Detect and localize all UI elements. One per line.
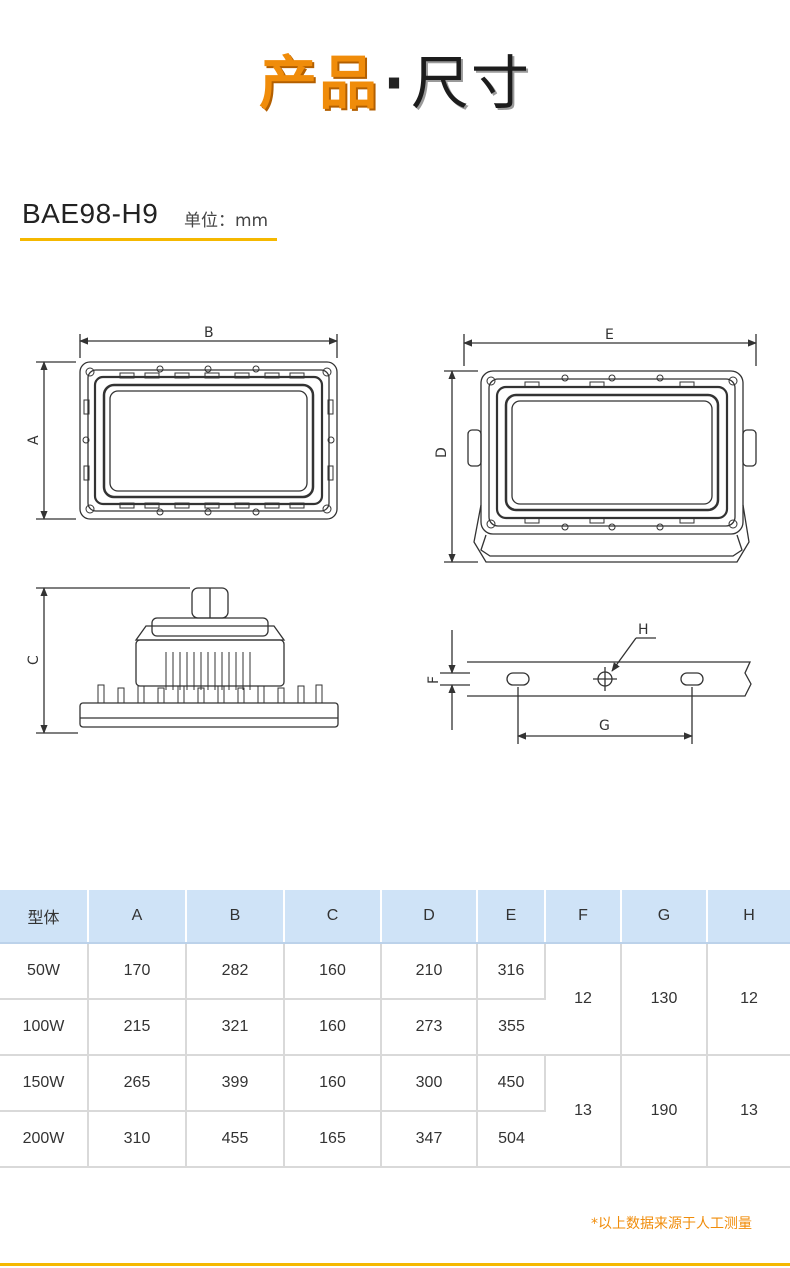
table-cell: 50W [0,943,89,1000]
table-cell: 130 [621,943,708,1056]
table-cell: 160 [284,943,382,1000]
title-dot: · [382,49,408,117]
table-cell: 160 [284,1055,382,1112]
model-underline [20,238,277,241]
side-view [444,334,757,563]
table-cell: 321 [186,999,285,1056]
table-header-cell: E [477,890,546,944]
dimension-drawing: B A E D C F G H [26,325,757,744]
table-cell: 455 [186,1111,285,1168]
mounting-view [440,630,752,744]
title-accent: 产品 [258,49,379,117]
table-row: 150W 265 399 160 300 450 13 190 13 [0,1055,790,1168]
table-cell: 355 [477,999,545,1056]
bottom-divider [0,1263,790,1266]
table-row: 100W 215 321 160 273 355 [0,999,790,1056]
spec-table: 型体 A B C D E F G H 50W 170 282 160 210 3… [0,890,790,1168]
table-header-cell: B [186,890,285,944]
table-cell: 273 [381,999,478,1056]
table-cell: 300 [381,1055,478,1112]
dim-label-f: F [426,676,442,684]
dim-label-a: A [26,435,42,445]
table-cell: 316 [477,943,546,1000]
table-cell: 170 [88,943,187,1000]
table-cell: 13 [545,1055,622,1168]
table-cell: 210 [381,943,478,1000]
dim-label-h: H [638,622,649,638]
dim-label-e: E [605,327,614,343]
table-cell: 100W [0,999,89,1056]
table-header-row: 型体 A B C D E F G H [0,890,790,944]
dim-label-d: D [434,447,450,458]
table-cell: 265 [88,1055,187,1112]
table-header-cell: C [284,890,382,944]
measurement-note: *以上数据来源于人工测量 [591,1216,752,1232]
table-header-cell: D [381,890,478,944]
table-cell: 13 [707,1055,790,1168]
table-row: 200W 310 455 165 347 504 [0,1111,790,1168]
table-cell: 310 [88,1111,187,1168]
table-cell: 12 [707,943,790,1056]
table-row: 50W 170 282 160 210 316 12 130 12 [0,943,790,1056]
table-cell: 282 [186,943,285,1000]
height-view [36,587,339,734]
table-cell: 347 [381,1111,478,1168]
table-cell: 190 [621,1055,708,1168]
page-title: 产品·尺寸 [0,48,790,118]
table-cell: 399 [186,1055,285,1112]
table-cell: 150W [0,1055,89,1112]
model-name: BAE98-H9 [22,198,159,229]
table-header-cell: H [707,890,790,944]
table-cell: 160 [284,999,382,1056]
table-cell: 504 [477,1111,545,1168]
front-view [36,334,338,520]
dim-label-c: C [26,655,42,665]
table-cell: 165 [284,1111,382,1168]
table-header-cell: 型体 [0,890,89,944]
dim-label-b: B [204,325,214,341]
table-header-cell: F [545,890,622,944]
unit-label: 单位：mm [184,211,269,231]
table-header-cell: G [621,890,708,944]
table-cell: 12 [545,943,622,1056]
dim-label-g: G [599,718,610,734]
table-header-cell: A [88,890,187,944]
table-cell: 215 [88,999,187,1056]
table-cell: 200W [0,1111,89,1168]
title-rest: 尺寸 [411,49,532,117]
table-cell: 450 [477,1055,546,1112]
